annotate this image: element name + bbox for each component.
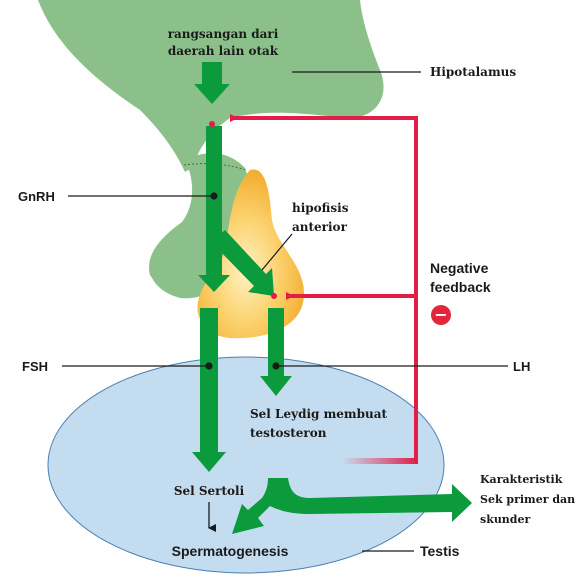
traits-label-line3: skunder	[480, 513, 530, 526]
sertoli-label: Sel Sertoli	[174, 484, 245, 498]
hypothalamus-label: Hipotalamus	[430, 65, 516, 79]
leydig-label-line2: testosteron	[250, 426, 327, 440]
feedback-fade	[342, 458, 418, 464]
leydig-label-line1: Sel Leydig membuat	[250, 407, 388, 421]
traits-label-line2: Sek primer dan	[480, 493, 575, 506]
gnrh-label: GnRH	[18, 189, 55, 204]
negative-feedback-line2: feedback	[430, 279, 491, 295]
testis-shape	[48, 357, 444, 573]
stimulus-label-line1: rangsangan dari	[168, 27, 279, 41]
traits-label-line1: Karakteristik	[480, 473, 563, 486]
minus-sign: −	[434, 305, 447, 324]
pituitary-label-line2: anterior	[292, 220, 348, 234]
negative-feedback-line1: Negative	[430, 260, 489, 276]
pituitary-label-line1: hipofisis	[292, 201, 349, 215]
fsh-label: FSH	[22, 359, 48, 374]
spermatogenesis-label: Spermatogenesis	[172, 543, 289, 559]
stimulus-label-line2: daerah lain otak	[168, 44, 279, 58]
testis-label: Testis	[420, 543, 460, 559]
lh-label: LH	[513, 359, 530, 374]
